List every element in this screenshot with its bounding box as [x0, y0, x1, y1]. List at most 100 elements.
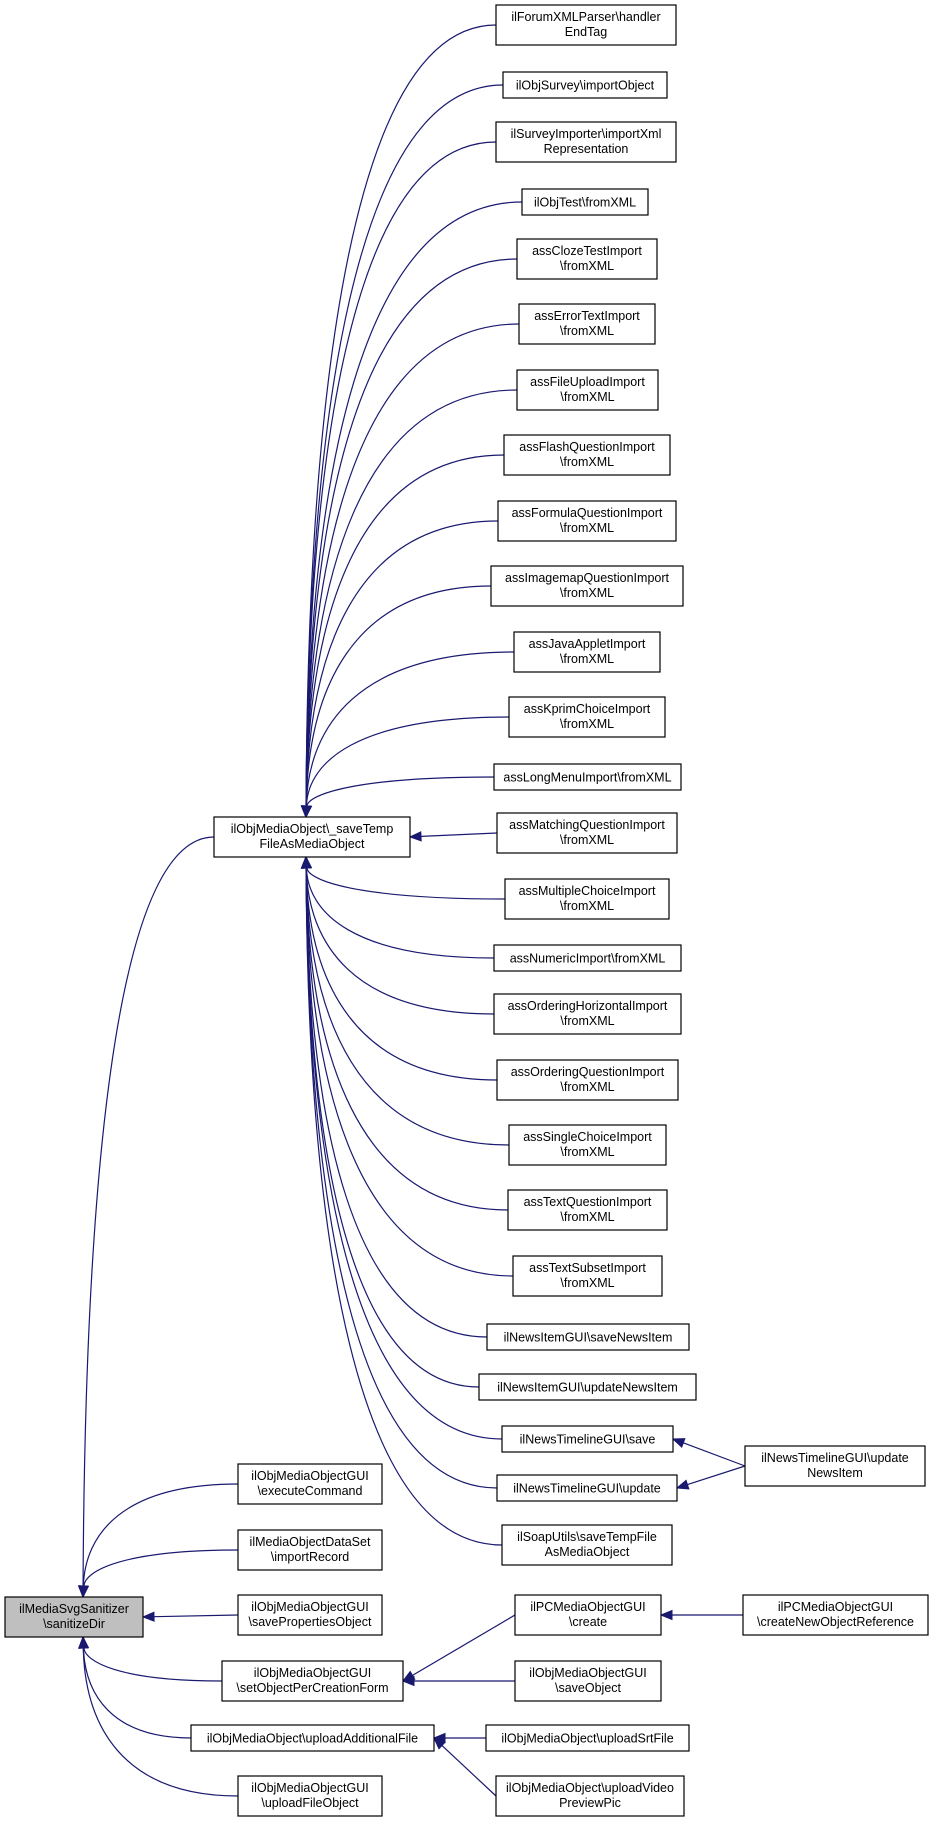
node-label: \fromXML	[560, 899, 614, 913]
node-uploadFile[interactable]: ilObjMediaObjectGUI\uploadFileObject	[237, 1775, 383, 1817]
node-label: \fromXML	[560, 652, 614, 666]
node-label: \fromXML	[560, 1014, 614, 1028]
node-box	[504, 878, 670, 920]
node-box	[486, 1323, 690, 1351]
edge	[305, 651, 515, 807]
node-single[interactable]: assSingleChoiceImport\fromXML	[508, 1124, 667, 1166]
node-numeric[interactable]: assNumericImport\fromXML	[493, 944, 682, 972]
node-textSubset[interactable]: assTextSubsetImport\fromXML	[512, 1255, 663, 1297]
edge	[412, 1614, 516, 1676]
node-label: assLongMenuImport\fromXML	[503, 771, 671, 785]
node-pcCreateRef[interactable]: ilPCMediaObjectGUI\createNewObjectRefere…	[742, 1594, 929, 1636]
node-errorText[interactable]: assErrorTextImport\fromXML	[518, 303, 656, 345]
node-label: assOrderingQuestionImport	[511, 1065, 665, 1079]
node-fileUpload[interactable]: assFileUploadImport\fromXML	[516, 369, 659, 411]
node-label: \fromXML	[560, 324, 614, 338]
node-label: assSingleChoiceImport	[523, 1130, 652, 1144]
node-label: \saveObject	[555, 1681, 622, 1695]
node-timelineUpdateNews[interactable]: ilNewsTimelineGUI\updateNewsItem	[744, 1445, 926, 1487]
node-objTest[interactable]: ilObjTest\fromXML	[521, 188, 649, 216]
edge	[153, 1614, 239, 1618]
node-pcCreate[interactable]: ilPCMediaObjectGUI\create	[514, 1594, 662, 1636]
node-newsUpdate[interactable]: ilNewsItemGUI\updateNewsItem	[478, 1373, 697, 1401]
node-box	[508, 1124, 667, 1166]
node-root[interactable]: ilMediaSvgSanitizer\sanitizeDir	[4, 1596, 144, 1638]
node-label: ilObjMediaObject\uploadSrtFile	[501, 1732, 673, 1746]
edge-layer	[77, 24, 746, 1797]
node-label: \fromXML	[560, 259, 614, 273]
node-execCmd[interactable]: ilObjMediaObjectGUI\executeCommand	[237, 1463, 383, 1505]
node-saveObject[interactable]: ilObjMediaObjectGUI\saveObject	[514, 1660, 662, 1702]
node-box	[221, 1660, 404, 1702]
node-box	[742, 1594, 929, 1636]
node-box	[237, 1529, 383, 1571]
node-timelineSave[interactable]: ilNewsTimelineGUI\save	[501, 1425, 674, 1453]
edge	[305, 867, 503, 1440]
node-label: NewsItem	[807, 1466, 863, 1480]
node-box	[497, 500, 677, 542]
edge	[82, 1647, 239, 1797]
node-longMenu[interactable]: assLongMenuImport\fromXML	[493, 763, 682, 791]
node-label: ilPCMediaObjectGUI	[530, 1600, 645, 1614]
edge-arrow	[433, 1737, 446, 1750]
node-label: ilObjMediaObjectGUI	[529, 1666, 646, 1680]
edge	[82, 1647, 192, 1739]
node-box	[237, 1775, 383, 1817]
node-saveTemp[interactable]: ilObjMediaObject\_saveTempFileAsMediaObj…	[213, 816, 411, 858]
node-uploadSrt[interactable]: ilObjMediaObject\uploadSrtFile	[485, 1724, 690, 1752]
node-kprim[interactable]: assKprimChoiceImport\fromXML	[508, 696, 666, 738]
node-layer: ilMediaSvgSanitizer\sanitizeDir ilObjMedi…	[4, 4, 929, 1817]
node-timelineUpdate[interactable]: ilNewsTimelineGUI\update	[496, 1474, 678, 1502]
node-orderingH[interactable]: assOrderingHorizontalImport\fromXML	[493, 993, 682, 1035]
node-label: ilNewsTimelineGUI\save	[520, 1433, 656, 1447]
node-cloze[interactable]: assClozeTestImport\fromXML	[516, 238, 658, 280]
node-label: ilObjMediaObject\uploadVideo	[506, 1781, 674, 1795]
node-imagemap[interactable]: assImagemapQuestionImport\fromXML	[490, 565, 684, 607]
node-matching[interactable]: assMatchingQuestionImport\fromXML	[496, 812, 678, 854]
node-label: \fromXML	[560, 390, 614, 404]
node-orderingQ[interactable]: assOrderingQuestionImport\fromXML	[496, 1059, 679, 1101]
node-label: \create	[569, 1615, 607, 1629]
node-survey[interactable]: ilObjSurvey\importObject	[502, 71, 668, 99]
node-flash[interactable]: assFlashQuestionImport\fromXML	[503, 434, 671, 476]
node-label: ilObjMediaObjectGUI	[251, 1781, 368, 1795]
edge	[305, 867, 498, 1489]
node-label: assFormulaQuestionImport	[512, 506, 663, 520]
node-label: ilObjSurvey\importObject	[516, 79, 655, 93]
node-textQ[interactable]: assTextQuestionImport\fromXML	[507, 1189, 668, 1231]
node-box	[503, 434, 671, 476]
node-label: ilMediaObjectDataSet	[250, 1535, 371, 1549]
node-multiple[interactable]: assMultipleChoiceImport\fromXML	[504, 878, 670, 920]
node-setObj[interactable]: ilObjMediaObjectGUI\setObjectPerCreation…	[221, 1660, 404, 1702]
node-formula[interactable]: assFormulaQuestionImport\fromXML	[497, 500, 677, 542]
node-box	[507, 1189, 668, 1231]
edge-arrow	[675, 1479, 690, 1490]
node-label: \fromXML	[560, 521, 614, 535]
node-label: ilNewsTimelineGUI\update	[513, 1482, 661, 1496]
node-box	[493, 993, 682, 1035]
node-label: assTextQuestionImport	[524, 1195, 652, 1209]
node-saveProps[interactable]: ilObjMediaObjectGUI\savePropertiesObject	[237, 1594, 383, 1636]
node-label: \fromXML	[560, 1080, 614, 1094]
edge	[420, 832, 498, 837]
node-newsSave[interactable]: ilNewsItemGUI\saveNewsItem	[486, 1323, 690, 1351]
edge	[683, 1442, 746, 1467]
node-label: ilObjTest\fromXML	[534, 196, 636, 210]
node-java[interactable]: assJavaAppletImport\fromXML	[513, 631, 661, 673]
edge-arrow	[78, 1585, 90, 1599]
node-uploadAdd[interactable]: ilObjMediaObject\uploadAdditionalFile	[190, 1724, 435, 1752]
edge	[305, 867, 514, 1277]
edge	[305, 867, 495, 1015]
node-box	[508, 696, 666, 738]
node-box	[518, 303, 656, 345]
edge-arrow	[659, 1609, 673, 1621]
node-dataSet[interactable]: ilMediaObjectDataSet\importRecord	[237, 1529, 383, 1571]
node-label: \fromXML	[560, 455, 614, 469]
node-box	[495, 4, 677, 46]
edge	[305, 141, 497, 807]
node-label: ilSurveyImporter\importXml	[511, 127, 662, 141]
